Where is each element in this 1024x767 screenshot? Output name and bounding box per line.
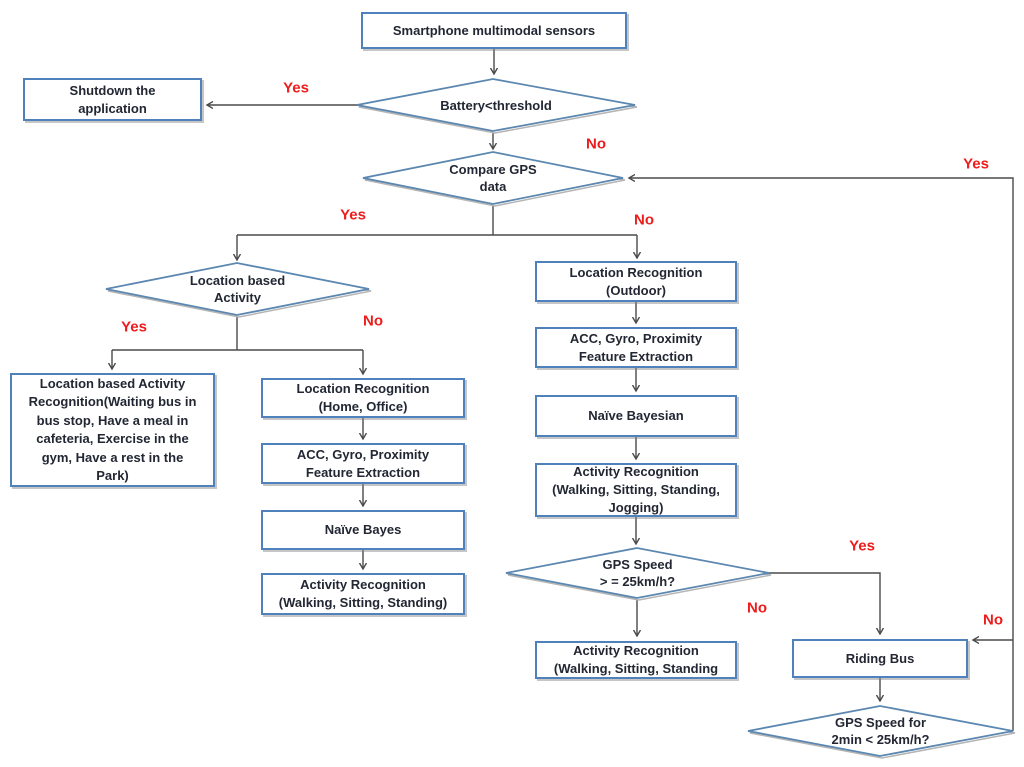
edge-label-bus-2min-no: No xyxy=(983,611,1003,629)
edge-label-battery-no: No xyxy=(586,135,606,153)
edge-label-return-loop-yes: Yes xyxy=(963,155,989,173)
node-smartphone-sensors: Smartphone multimodal sensors xyxy=(361,12,627,49)
diamond-battery-check xyxy=(356,78,636,132)
diamond-compare-gps xyxy=(362,151,624,205)
node-shutdown-application: Shutdown the application xyxy=(23,78,202,121)
edge-label-location-yes: Yes xyxy=(121,318,147,336)
node-activity-recognition-slow: Activity Recognition (Walking, Sitting, … xyxy=(535,641,737,679)
edge-label-speed-yes: Yes xyxy=(849,537,875,555)
diamond-gps-speed-check xyxy=(505,547,770,599)
node-riding-bus: Riding Bus xyxy=(792,639,968,678)
node-activity-recognition-indoor: Activity Recognition (Walking, Sitting, … xyxy=(261,573,465,615)
node-location-recognition-outdoor: Location Recognition (Outdoor) xyxy=(535,261,737,302)
node-location-recognition-home-office: Location Recognition (Home, Office) xyxy=(261,378,465,418)
node-feature-extraction-outdoor: ACC, Gyro, Proximity Feature Extraction xyxy=(535,327,737,368)
diamond-location-based-activity xyxy=(105,262,370,316)
edge-label-location-no: No xyxy=(363,312,383,330)
edge-label-battery-yes: Yes xyxy=(283,79,309,97)
node-location-activity-recognition: Location based Activity Recognition(Wait… xyxy=(10,373,215,487)
node-naive-bayesian: Naïve Bayesian xyxy=(535,395,737,437)
diamond-gps-speed-2min-check xyxy=(747,705,1014,757)
diamonds xyxy=(105,78,1014,757)
connectors xyxy=(112,49,1014,731)
edge-label-gps-compare-yes: Yes xyxy=(340,206,366,224)
edge-label-gps-compare-no: No xyxy=(634,211,654,229)
edge-speed-yes-bus xyxy=(769,572,880,634)
edge-2min-yes-return xyxy=(629,178,1014,731)
edge-label-speed-no: No xyxy=(747,599,767,617)
node-feature-extraction-indoor: ACC, Gyro, Proximity Feature Extraction xyxy=(261,443,465,484)
node-naive-bayes: Naïve Bayes xyxy=(261,510,465,550)
node-activity-recognition-outdoor: Activity Recognition (Walking, Sitting, … xyxy=(535,463,737,517)
